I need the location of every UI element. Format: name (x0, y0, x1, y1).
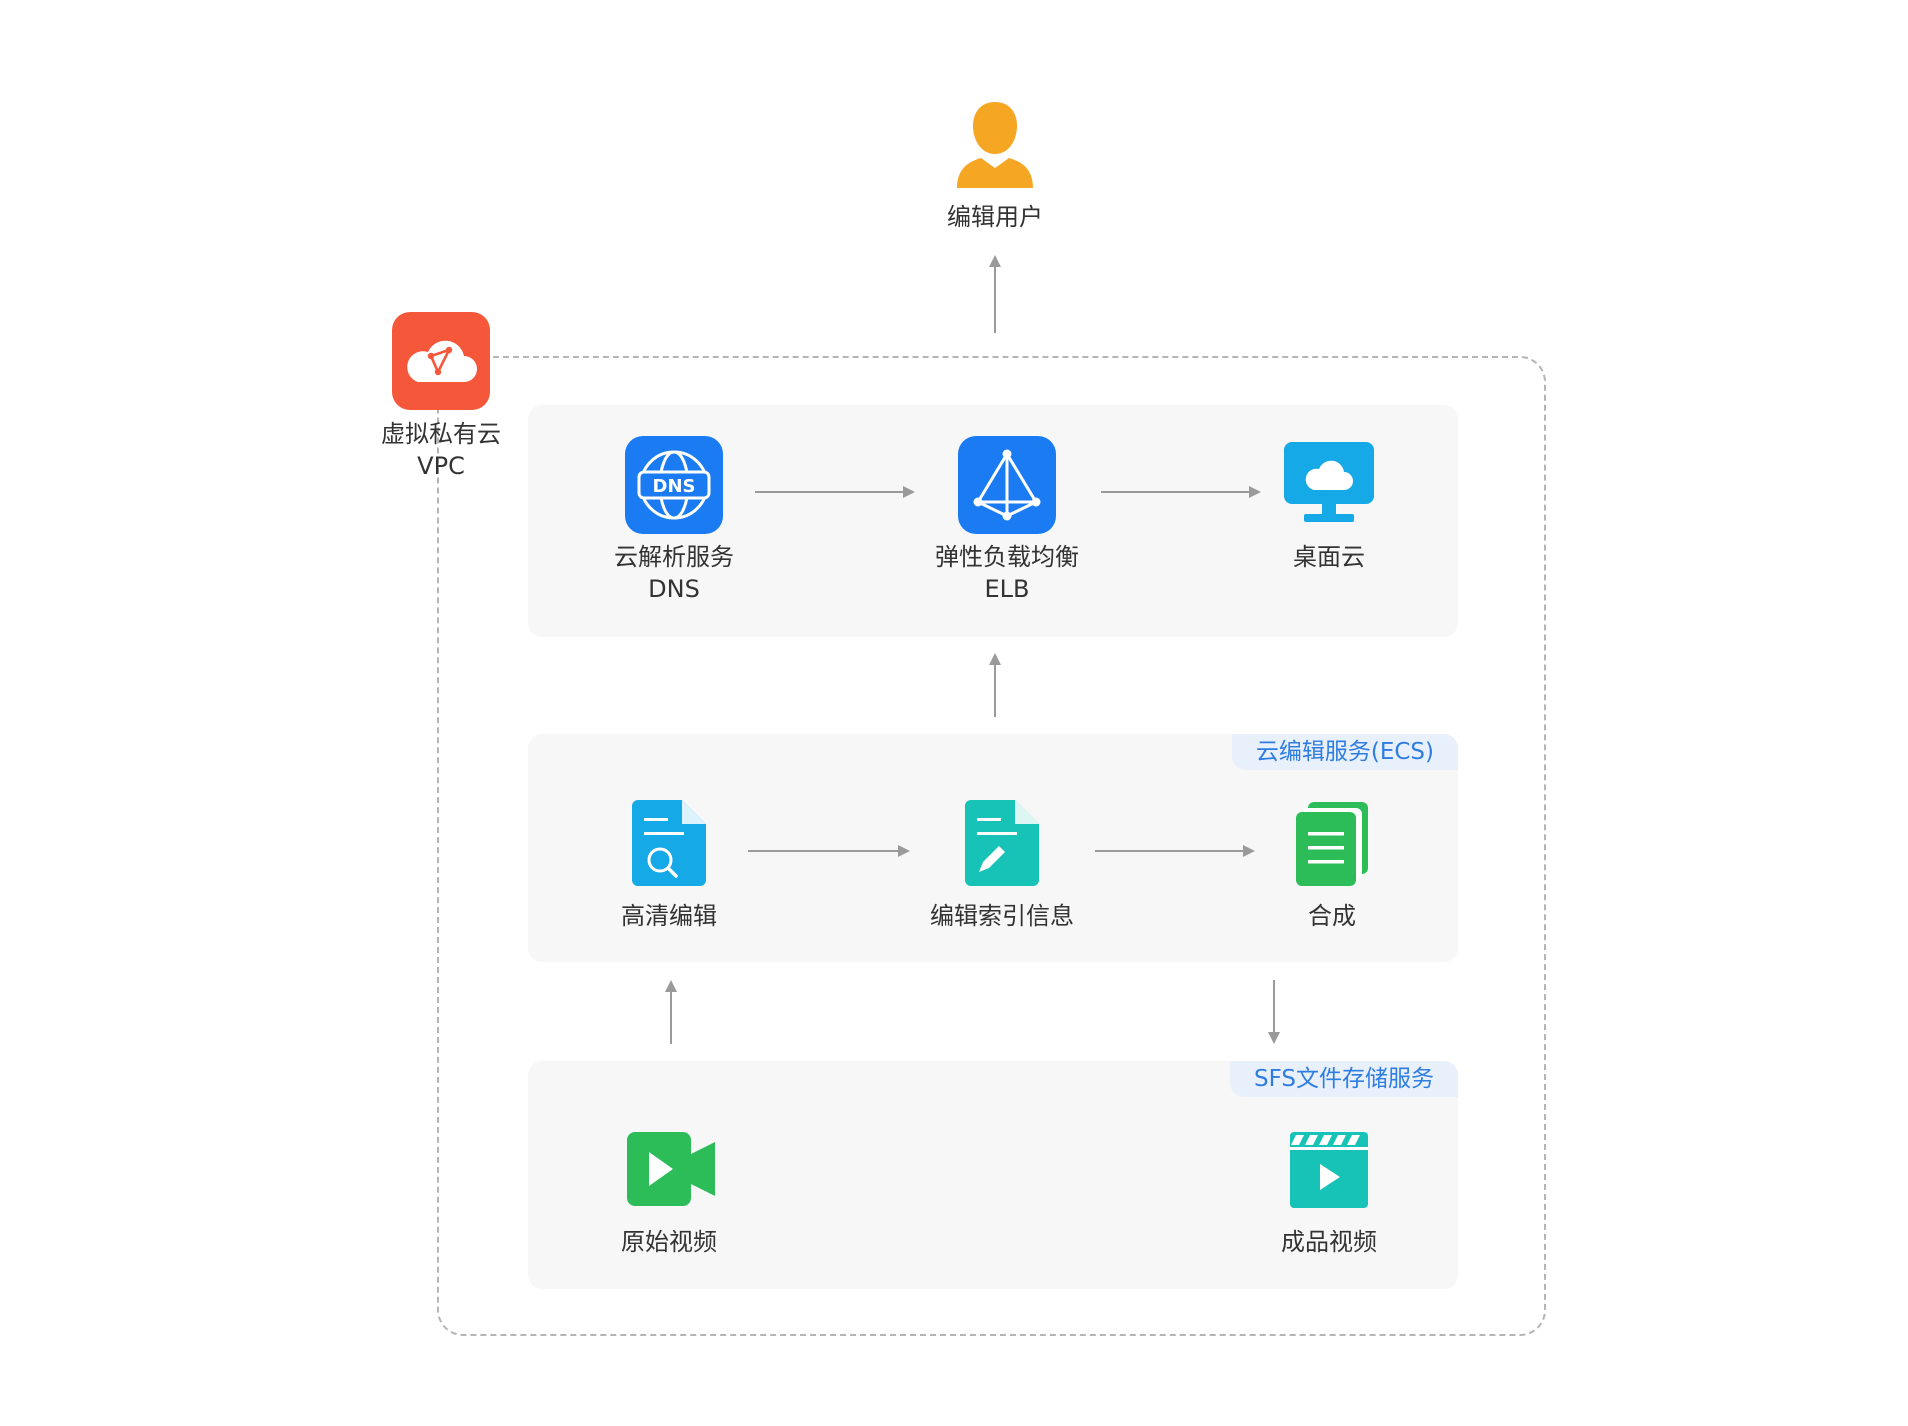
user-label: 编辑用户 (947, 203, 1043, 231)
elb-label-cn: 弹性负载均衡 (935, 543, 1079, 571)
vpc-label-en: VPC (417, 452, 465, 480)
raw-video-node (627, 1132, 715, 1206)
user-icon (957, 102, 1033, 188)
dns-label-en: DNS (648, 575, 700, 603)
user-node (953, 98, 1037, 190)
document-edit-icon (965, 800, 1039, 886)
vpc-badge (392, 312, 490, 410)
document-search-icon (632, 800, 706, 886)
index-label: 编辑索引信息 (930, 902, 1074, 930)
desktop-node (1284, 442, 1374, 526)
stacked-documents-icon (1296, 802, 1368, 886)
cloud-network-icon (392, 312, 490, 410)
elb-node (958, 436, 1056, 534)
cloud-desktop-icon (1284, 442, 1374, 522)
vpc-label-cn: 虚拟私有云 (381, 420, 501, 448)
hd-edit-node (632, 800, 706, 886)
compose-node (1296, 802, 1368, 886)
dns-globe-icon: DNS (625, 436, 723, 534)
dns-node: DNS (625, 436, 723, 534)
vpc-boundary (437, 356, 1546, 1336)
dns-label-cn: 云解析服务 (614, 543, 734, 571)
hd-edit-label: 高清编辑 (621, 902, 717, 930)
sfs-panel-tag: SFS文件存储服务 (1229, 1061, 1458, 1097)
final-video-label: 成品视频 (1281, 1228, 1377, 1256)
load-balancer-icon (958, 436, 1056, 534)
video-camera-icon (627, 1132, 715, 1206)
compose-label: 合成 (1308, 902, 1356, 930)
svg-text:DNS: DNS (653, 476, 696, 497)
index-node (965, 800, 1039, 886)
final-video-node (1290, 1132, 1368, 1208)
clapperboard-icon (1290, 1132, 1368, 1208)
desktop-label: 桌面云 (1293, 543, 1365, 571)
raw-video-label: 原始视频 (621, 1228, 717, 1256)
ecs-panel-tag: 云编辑服务(ECS) (1231, 734, 1458, 770)
elb-label-en: ELB (984, 575, 1030, 603)
